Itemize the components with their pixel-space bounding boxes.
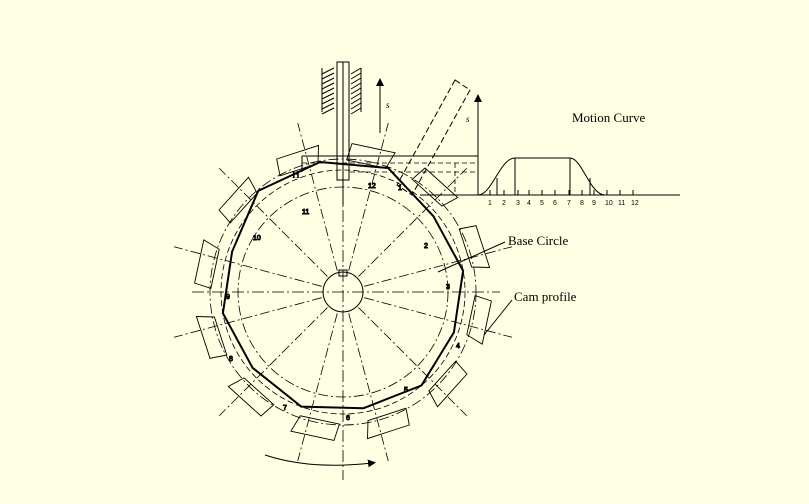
radial-division-line <box>364 297 513 338</box>
circle-point-label: 9 <box>226 294 230 301</box>
H-label: H <box>292 170 300 181</box>
axis-tick-label: 11 <box>618 200 625 207</box>
axis-tick-label: 10 <box>605 200 613 207</box>
follower-shoe-position <box>218 176 258 224</box>
radial-division-line <box>297 122 338 271</box>
s-label: s <box>386 100 390 110</box>
circle-point-label: 5 <box>404 387 408 394</box>
projection-lines <box>302 162 478 195</box>
axis-tick-label: 2 <box>502 200 506 207</box>
circle-point-label: 7 <box>283 405 287 412</box>
circle-point-label: 2 <box>424 243 428 250</box>
axis-tick-label: 5 <box>540 200 544 207</box>
radial-division-line <box>358 167 468 277</box>
follower-shoe-position <box>194 239 220 289</box>
axis-tick-label: 4 <box>527 200 531 207</box>
radial-division-line <box>358 307 468 417</box>
follower-guide-hatching <box>321 67 362 115</box>
radial-division-line <box>218 307 328 417</box>
radial-division-line <box>297 313 338 462</box>
follower-shoe-position <box>227 377 275 417</box>
circle-point-label: 8 <box>229 356 233 363</box>
follower-shoe-position <box>411 167 459 207</box>
circle-point-label: 10 <box>253 235 261 242</box>
motion-curve-label: Motion Curve <box>572 110 646 125</box>
follower-shoe-position <box>290 415 340 441</box>
leader-lines <box>437 241 513 336</box>
base-circle-label: Base Circle <box>508 233 569 248</box>
follower-shoe-position <box>367 407 410 440</box>
radial-division-line <box>364 246 513 287</box>
motion-curve-axes <box>301 94 680 196</box>
cam-profile <box>221 160 465 410</box>
inclined-follower <box>396 79 471 196</box>
rotation-arrow <box>264 454 376 468</box>
circle-point-label: 4 <box>456 343 460 350</box>
circle-point-label: 11 <box>302 209 309 216</box>
follower-rod <box>336 61 350 205</box>
follower-direction-arrow: s <box>376 78 390 133</box>
follower-shoe-position <box>346 143 396 169</box>
radial-division-line <box>348 313 389 462</box>
cam-profile-label: Cam profile <box>514 289 577 304</box>
axis-tick-label: 8 <box>580 200 584 207</box>
axis-tick-label: 1 <box>488 200 492 207</box>
follower-shoe-position <box>276 144 319 177</box>
circle-point-label: 6 <box>346 415 350 422</box>
follower-shoe-position <box>428 360 468 408</box>
axis-tick-label: 3 <box>516 200 520 207</box>
axis-tick-label: 7 <box>567 200 571 207</box>
circle-point-label: 12 <box>368 183 376 190</box>
radial-division-line <box>173 297 322 338</box>
follower-shoe-position <box>458 225 491 268</box>
motion-curve-ordinates <box>496 158 591 195</box>
radial-division-line <box>218 167 328 277</box>
follower-shoe-position <box>195 316 228 359</box>
circle-point-label: 3 <box>446 284 450 291</box>
axis-tick-label: 6 <box>553 200 557 207</box>
radial-division-line <box>173 246 322 287</box>
axis-tick-label: 12 <box>631 200 639 207</box>
axis-tick-label: 9 <box>592 200 596 207</box>
follower-shoe-position <box>466 295 492 345</box>
s-axis-label: s <box>466 114 470 124</box>
radial-division-line <box>348 122 389 271</box>
motion-curve <box>477 157 606 196</box>
circle-point-label: 1 <box>398 185 402 192</box>
